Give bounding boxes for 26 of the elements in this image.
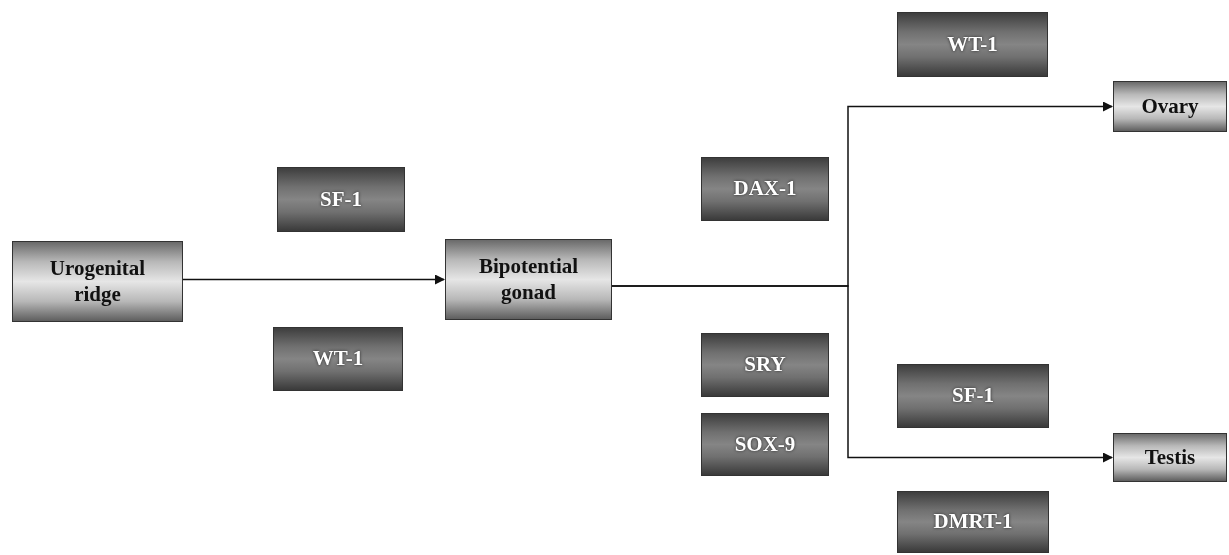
arrow <box>611 285 1113 463</box>
factor-label: DMRT-1 <box>933 509 1013 535</box>
stage-label: Urogenital ridge <box>48 256 147 307</box>
factor-label: SRY <box>744 352 786 378</box>
stage-label: Bipotential gonad <box>477 254 580 305</box>
stage-box <box>445 239 612 320</box>
arrow <box>182 274 445 285</box>
factor-box <box>897 491 1049 553</box>
factor-label: WT-1 <box>947 31 998 58</box>
factor-label: DAX-1 <box>733 176 797 202</box>
factor-label: SF-1 <box>320 186 362 213</box>
factor-label: SF-1 <box>952 383 994 409</box>
factor-box <box>897 364 1049 428</box>
factor-label: WT-1 <box>312 346 364 372</box>
factor-box <box>897 12 1048 77</box>
factor-label: SOX-9 <box>734 431 796 458</box>
stage-label: Ovary <box>1141 93 1199 120</box>
factor-box <box>701 333 829 397</box>
stage-box <box>1113 433 1227 482</box>
factor-box <box>277 167 405 232</box>
factor-box <box>701 413 829 476</box>
stage-label: Testis <box>1144 444 1196 471</box>
stage-box <box>12 241 183 322</box>
factor-box <box>273 327 403 391</box>
factor-box <box>701 157 829 221</box>
stage-box <box>1113 81 1227 132</box>
